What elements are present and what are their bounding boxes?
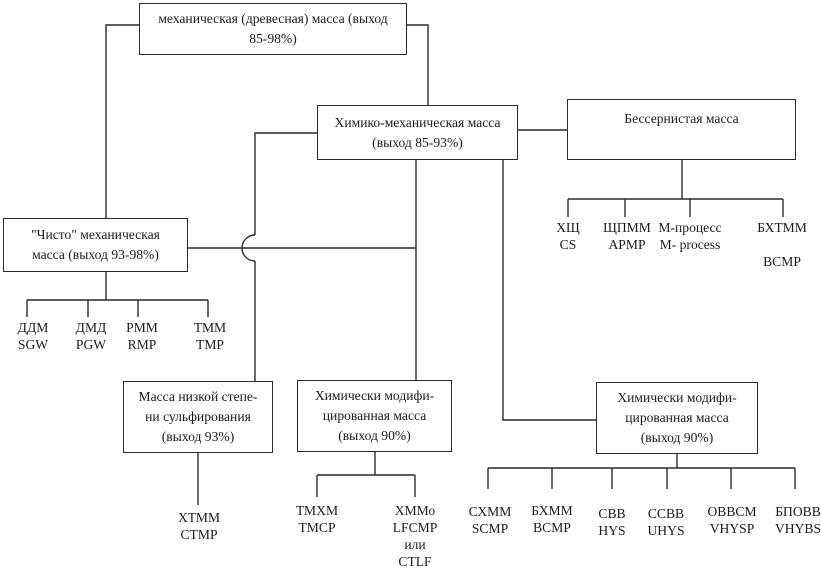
leaf-tmp: ТММ TMP	[193, 320, 227, 352]
leaf-cs: ХЩ CS	[556, 220, 580, 252]
node-pure-mechanical-pulp: "Чисто" механическая масса (выход 93-98%…	[3, 218, 188, 272]
node-chem-modified-pulp-1: Химически модифи- цированная масса (выхо…	[297, 380, 452, 452]
connector-chem-modified-1-children	[316, 452, 416, 497]
leaf-vhysp: ОВВСМ VHYSP	[707, 504, 757, 536]
leaf-rmp: РММ RMP	[126, 320, 158, 352]
leaf-apmp: ЩПММ APMP	[603, 220, 651, 252]
node-mechanical-pulp-label: механическая (древесная) масса (выход 85…	[158, 11, 388, 46]
node-chem-modified-pulp-1-label: Химически модифи- цированная масса (выхо…	[314, 388, 435, 443]
leaf-scmp: СХММ SCMP	[468, 504, 512, 536]
node-chemi-mechanical-pulp-label: Химико-механическая масса (выход 85-93%)	[334, 114, 501, 150]
node-chem-modified-pulp-2: Химически модифи- цированная масса (выхо…	[596, 382, 758, 454]
connector-chemi-to-low-sulfonation	[254, 132, 317, 235]
connector-chemi-to-chem-modified-2	[502, 160, 596, 421]
node-low-sulfonation-pulp-label: Масса низкой степе- ни сульфирования (вы…	[138, 389, 258, 444]
connector-top-to-pure-mechanical	[105, 24, 139, 218]
leaf-bctmp: БХТММ BCMP	[757, 220, 807, 269]
node-low-sulfonation-pulp: Масса низкой степе- ни сульфирования (вы…	[123, 381, 273, 453]
node-chemi-mechanical-pulp: Химико-механическая масса (выход 85-93%)	[317, 105, 518, 160]
leaf-ctmp: ХТММ CTMP	[177, 510, 221, 542]
leaf-hys: СВВ HYS	[598, 506, 626, 538]
leaf-lfcmp: ХММо LFCMP или CTLF	[392, 503, 438, 569]
leaf-bcmp: БХММ BCMP	[531, 503, 573, 535]
leaf-tmcp: ТМХМ TMCP	[295, 503, 339, 535]
connector-pure-mechanical-children	[26, 272, 209, 317]
leaf-uhys: ССВВ UHYS	[647, 506, 685, 538]
node-chem-modified-pulp-2-label: Химически модифи- цированная масса (выхо…	[617, 390, 737, 445]
leaf-m-process: М-процесс M- process	[658, 220, 722, 252]
connector-top-to-chemi-mechanical	[407, 24, 429, 105]
node-pure-mechanical-pulp-label: "Чисто" механическая масса (выход 93-98%…	[31, 227, 160, 262]
node-sulfur-free-pulp: Бессернистая масса	[567, 99, 796, 160]
node-sulfur-free-pulp-label: Бессернистая масса	[624, 111, 739, 126]
leaf-sgw: ДДМ SGW	[17, 320, 49, 352]
leaf-vhybs: БПОВВ VHYBS	[774, 504, 821, 536]
node-mechanical-pulp: механическая (древесная) масса (выход 85…	[139, 3, 407, 55]
leaf-pgw: ДМД PGW	[75, 320, 107, 352]
connector-sulfur-free-children	[567, 160, 784, 217]
connector-chem-modified-2-children	[487, 454, 796, 489]
